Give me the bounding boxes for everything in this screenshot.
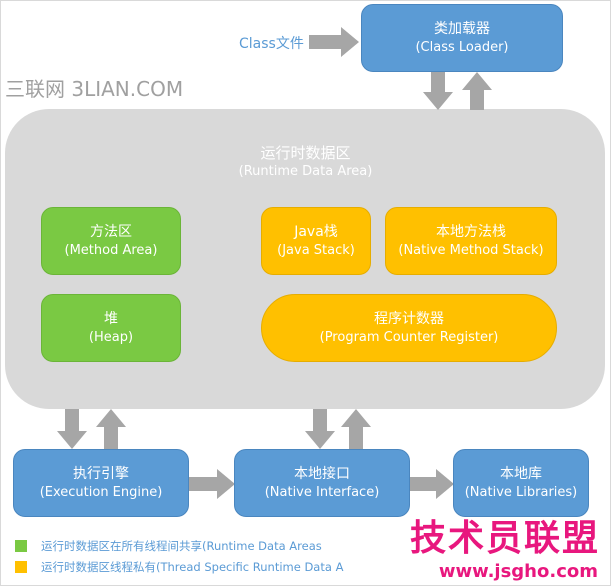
watermark: 三联网 3LIAN.COM <box>5 77 184 101</box>
class-file-label: Class文件 <box>239 36 304 52</box>
heap-zh: 堆 <box>104 310 118 327</box>
legend-green-swatch <box>15 540 27 552</box>
program-counter-zh: 程序计数器 <box>374 310 444 327</box>
runtime-title-zh: 运行时数据区 <box>260 144 351 162</box>
execution-engine-en: (Execution Engine) <box>39 484 163 500</box>
class-loader-zh: 类加载器 <box>434 20 490 37</box>
native-interface-box: 本地接口 (Native Interface) <box>234 449 410 517</box>
native-interface-en: (Native Interface) <box>264 484 380 500</box>
native-libraries-zh: 本地库 <box>500 465 542 482</box>
legend-yellow-swatch <box>15 561 27 573</box>
java-stack-zh: Java栈 <box>294 223 338 240</box>
heap-box: 堆 (Heap) <box>41 294 181 362</box>
runtime-title: 运行时数据区 (Runtime Data Area) <box>1 143 610 181</box>
execution-engine-zh: 执行引擎 <box>73 465 129 482</box>
arrow-native-interface-to-runtime <box>341 409 371 449</box>
arrow-loader-to-runtime <box>423 72 453 110</box>
method-area-en: (Method Area) <box>64 242 158 258</box>
execution-engine-box: 执行引擎 (Execution Engine) <box>13 449 189 517</box>
brand-url: www.jsgho.com <box>438 561 598 582</box>
arrow-runtime-to-loader <box>462 72 492 110</box>
arrow-engine-to-native-interface <box>189 469 235 499</box>
arrow-engine-to-runtime <box>96 409 126 449</box>
method-area-zh: 方法区 <box>90 223 132 240</box>
native-interface-zh: 本地接口 <box>294 465 350 482</box>
legend-private: 运行时数据区线程私有(Thread Specific Runtime Data … <box>15 559 343 575</box>
java-stack-box: Java栈 (Java Stack) <box>261 207 371 275</box>
arrow-runtime-to-engine <box>57 409 87 449</box>
native-libraries-box: 本地库 (Native Libraries) <box>453 449 589 517</box>
legend-shared: 运行时数据区在所有线程间共享(Runtime Data Areas <box>15 538 322 554</box>
heap-en: (Heap) <box>88 329 134 345</box>
native-method-stack-zh: 本地方法栈 <box>436 223 506 240</box>
native-method-stack-box: 本地方法栈 (Native Method Stack) <box>385 207 557 275</box>
brand-logo-text: 技术员联盟 <box>409 518 600 559</box>
arrow-class-file-to-loader <box>309 27 359 57</box>
legend-private-text: 运行时数据区线程私有(Thread Specific Runtime Data … <box>41 560 344 574</box>
class-loader-box: 类加载器 (Class Loader) <box>361 4 563 72</box>
arrow-runtime-to-native-interface <box>305 409 335 449</box>
program-counter-en: (Program Counter Register) <box>319 329 499 345</box>
native-method-stack-en: (Native Method Stack) <box>398 242 544 258</box>
class-loader-en: (Class Loader) <box>415 39 509 55</box>
java-stack-en: (Java Stack) <box>277 242 355 258</box>
program-counter-box: 程序计数器 (Program Counter Register) <box>261 294 557 362</box>
legend-shared-text: 运行时数据区在所有线程间共享(Runtime Data Areas <box>41 539 322 553</box>
runtime-title-en: (Runtime Data Area) <box>238 164 373 180</box>
method-area-box: 方法区 (Method Area) <box>41 207 181 275</box>
native-libraries-en: (Native Libraries) <box>464 484 578 500</box>
arrow-native-interface-to-libraries <box>410 469 454 499</box>
